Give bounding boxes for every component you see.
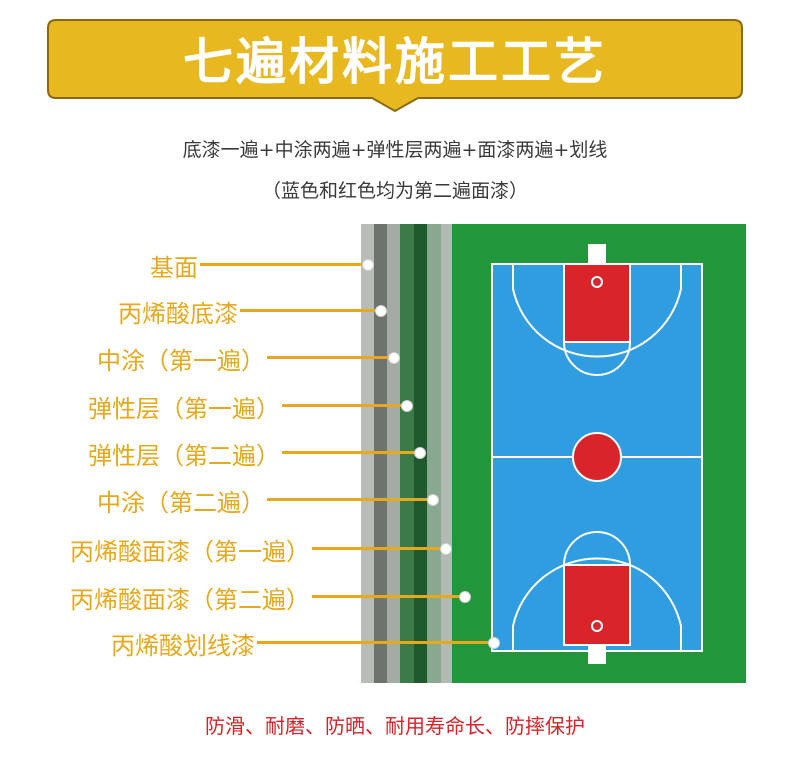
banner-shape [47,19,743,113]
layer-label: 丙烯酸面漆（第一遍） [70,538,310,566]
leader-line [257,641,490,644]
layer-band [441,224,454,683]
layer-marker-dot [414,447,426,459]
leader-line [282,404,403,407]
key-top [563,263,631,343]
layer-marker-dot [362,259,374,271]
leader-line [312,547,442,550]
feature-list: 防滑、耐磨、防晒、耐用寿命长、防摔保护 [205,714,585,738]
layer-band [427,224,441,683]
layer-marker-dot [375,305,387,317]
title-banner: 七遍材料施工工艺 [46,18,744,114]
leader-line [312,595,461,598]
page-title: 七遍材料施工工艺 [183,33,607,91]
layer-marker-dot [459,591,471,603]
layer-label: 中涂（第一遍） [97,347,265,375]
three-point-line-top [512,264,682,358]
leader-line [267,356,390,359]
layer-marker-dot [488,637,500,649]
leader-line [282,451,416,454]
layer-label: 弹性层（第一遍） [88,395,280,423]
layer-marker-dot [440,543,452,555]
center-circle [572,432,622,482]
layer-label: 弹性层（第二遍） [88,442,280,470]
layer-label: 中涂（第二遍） [97,489,265,517]
backboard-top [588,244,606,264]
leader-line [200,263,364,266]
layer-label: 基面 [150,254,198,282]
layer-marker-dot [401,400,413,412]
basketball-court [452,224,746,683]
free-throw-arc-top [563,341,631,376]
hoop-top [591,276,603,288]
three-point-line-bottom [512,557,682,651]
process-note: （蓝色和红色均为第二遍面漆） [261,180,528,202]
free-throw-arc-bottom [563,531,631,566]
layer-label: 丙烯酸底漆 [118,300,238,328]
hoop-bottom [591,620,603,632]
leader-line [267,498,429,501]
process-summary: 底漆一遍+中涂两遍+弹性层两遍+面漆两遍+划线 [182,139,608,161]
leader-line [240,309,377,312]
layer-label: 丙烯酸面漆（第二遍） [70,586,310,614]
key-bottom [563,564,631,646]
layer-label: 丙烯酸划线漆 [111,632,255,660]
layer-marker-dot [427,494,439,506]
layer-marker-dot [388,352,400,364]
backboard-bottom [588,644,606,664]
